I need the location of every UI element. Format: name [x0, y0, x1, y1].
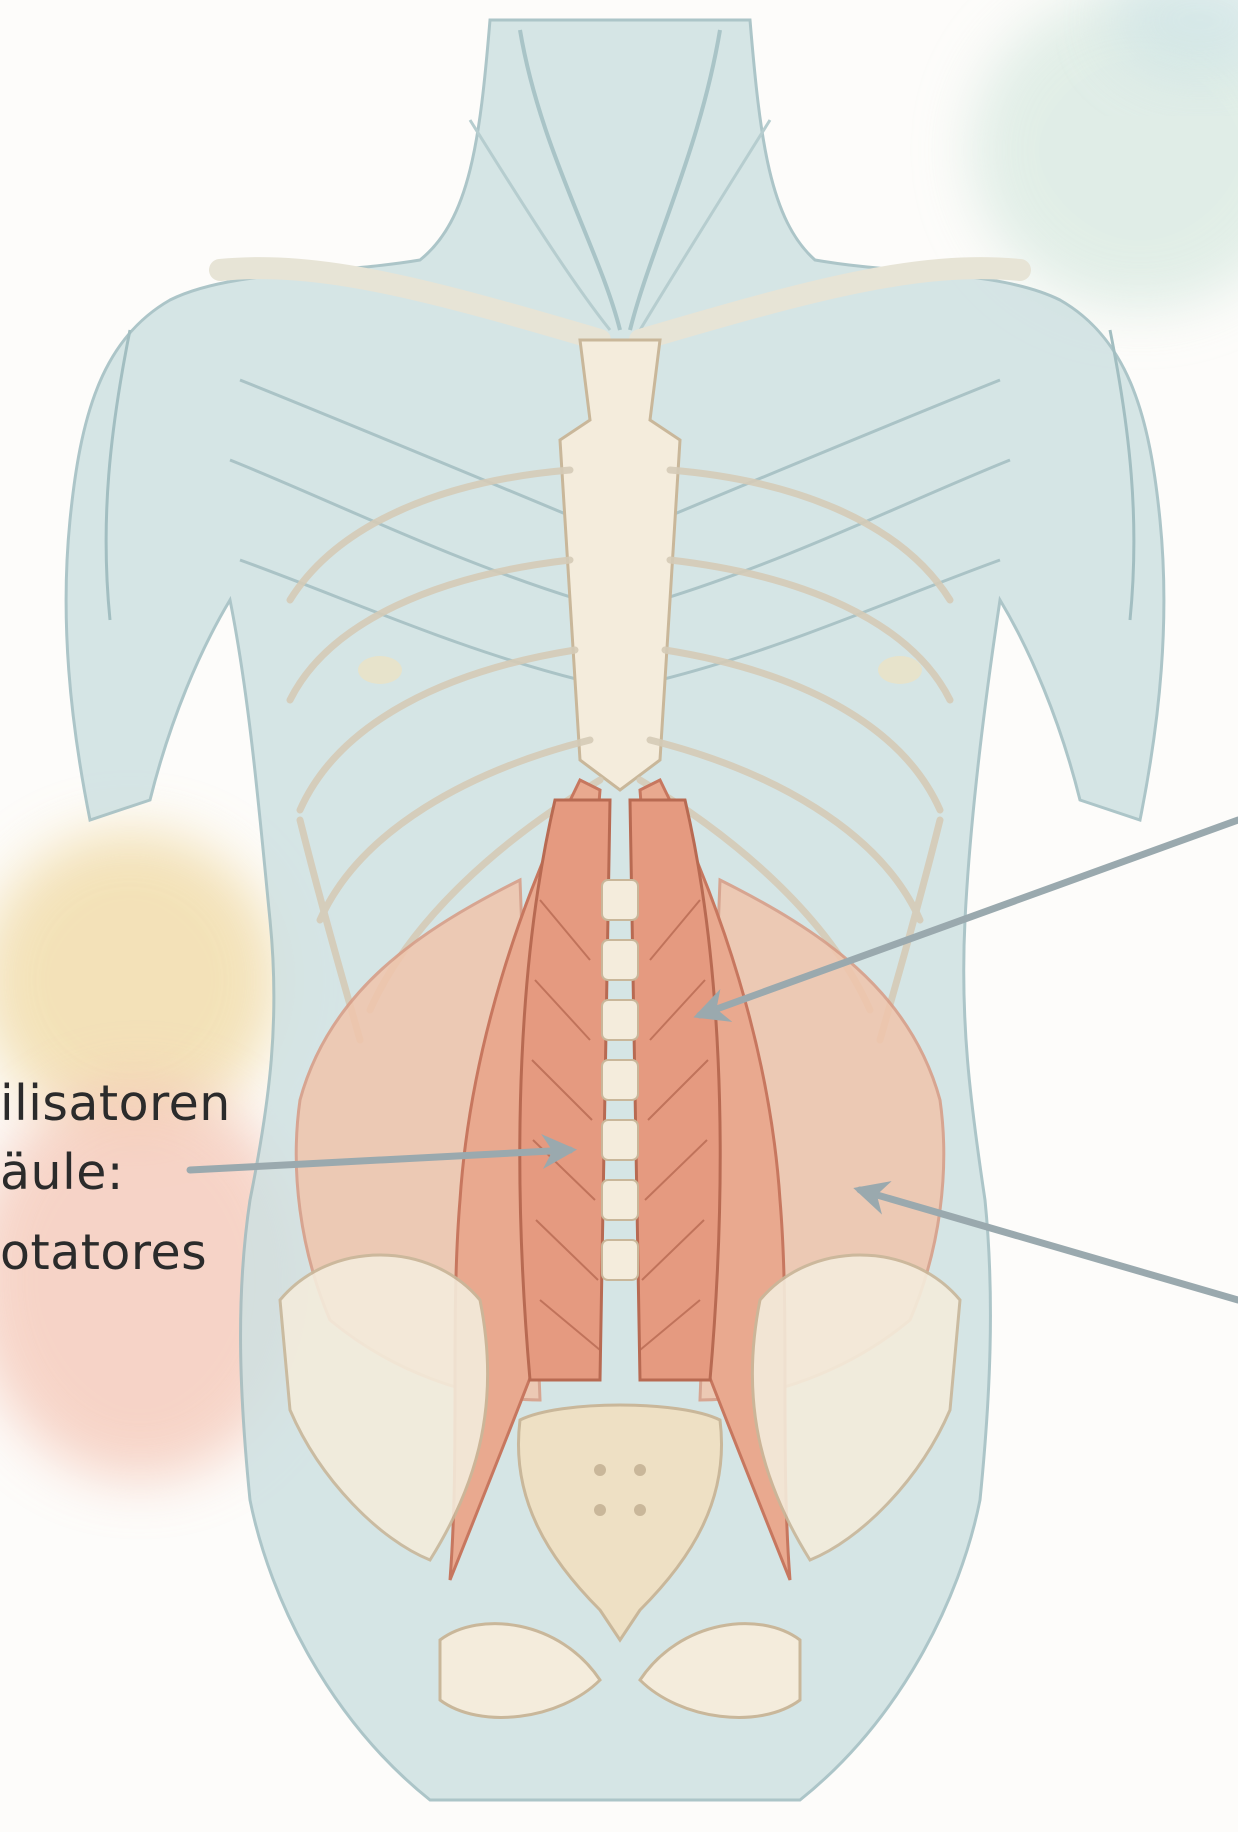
label-line-2: äule: [0, 1148, 124, 1197]
label-line-1: ilisatoren [0, 1079, 231, 1128]
label-line-3: otatores [0, 1228, 207, 1277]
